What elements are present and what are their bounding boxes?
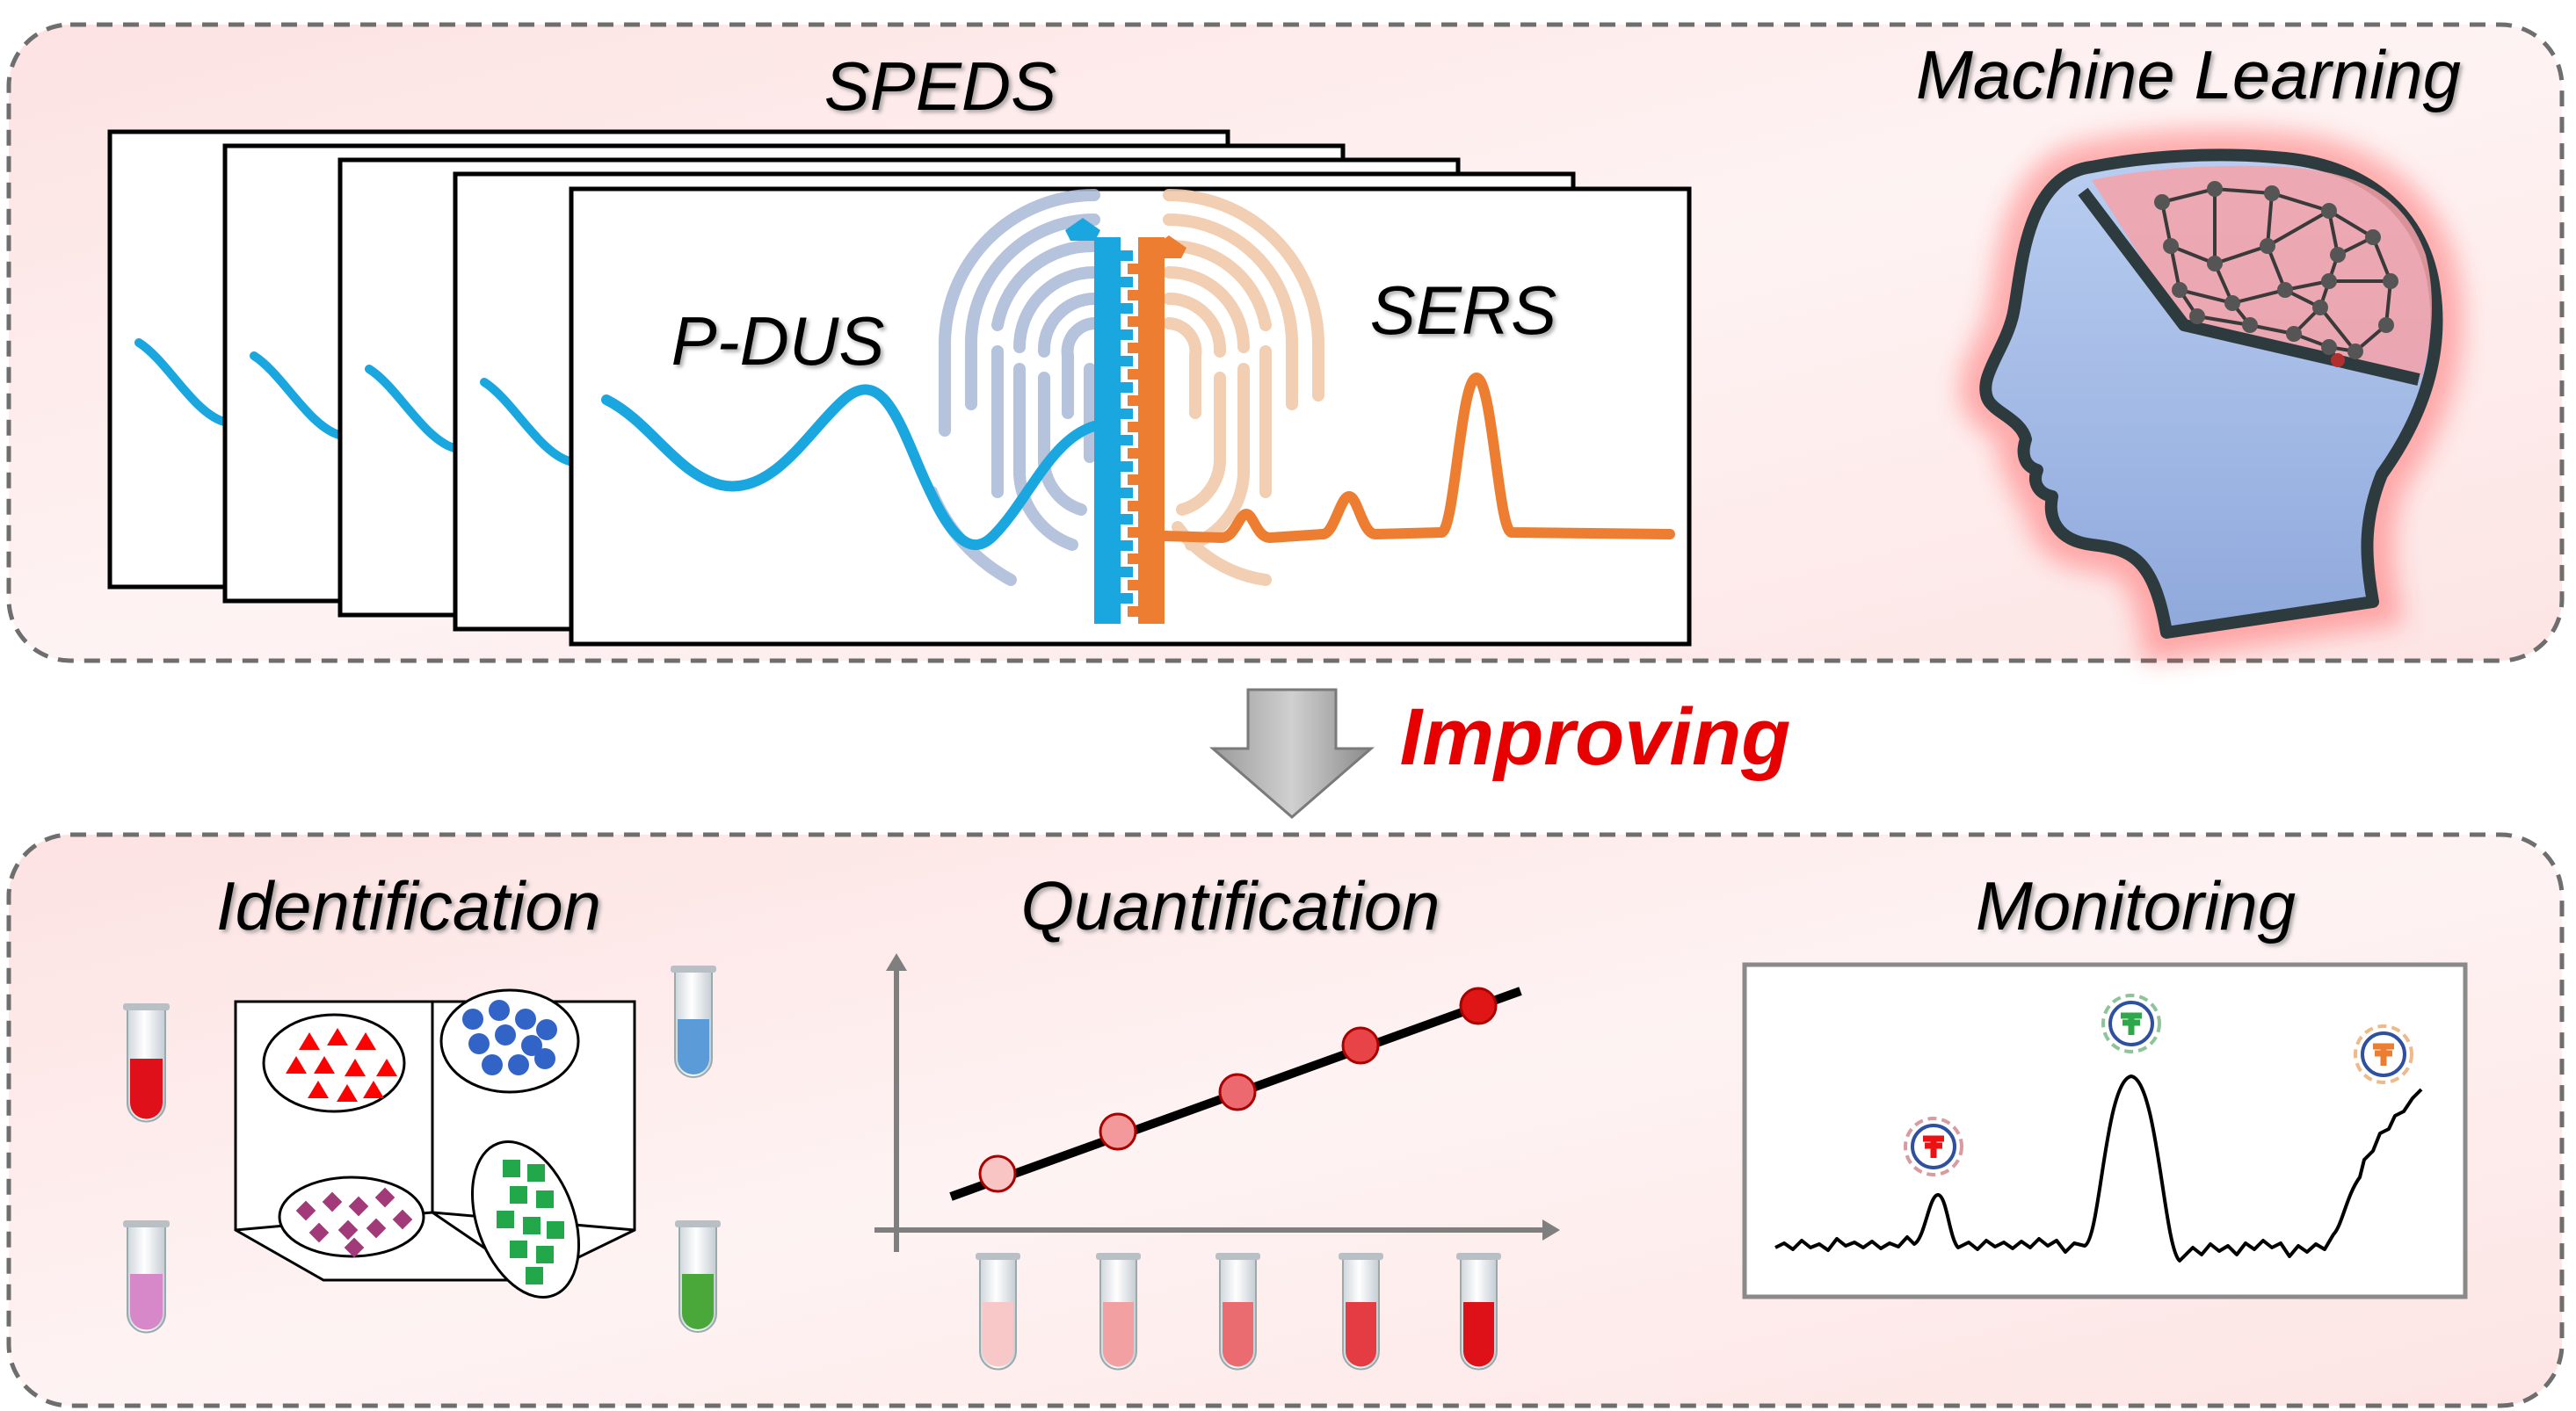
orange-fingerprint-marker-icon (2354, 1024, 2413, 1084)
pdus-label: P-DUS (671, 302, 885, 380)
identification-title: Identification (216, 867, 601, 944)
calibration-point (1341, 1026, 1380, 1065)
triangle-cluster (262, 1013, 406, 1113)
red-fingerprint-marker-icon (1904, 1117, 1963, 1176)
diamond-cluster (278, 1176, 425, 1258)
monitoring-title: Monitoring (1976, 867, 2296, 944)
quantification-plot (874, 953, 1560, 1252)
pdus-spectrum-line (601, 384, 1099, 551)
circle-cluster (439, 988, 580, 1094)
calibration-point (978, 1154, 1017, 1193)
calibration-point (1459, 987, 1498, 1025)
sers-label: SERS (1370, 271, 1556, 349)
down-arrow-icon (1208, 688, 1375, 819)
zipper-icon (1065, 218, 1186, 624)
calibration-point (1099, 1112, 1137, 1151)
quantification-title: Quantification (1021, 867, 1440, 944)
speds-title: SPEDS (824, 47, 1056, 125)
monitoring-trace-line (1774, 1075, 2423, 1263)
calibration-point (1218, 1073, 1257, 1111)
monitoring-trace-box (1742, 962, 2468, 1299)
square-cluster (470, 1140, 581, 1299)
head-brain-icon (1959, 128, 2464, 663)
test-tube-blue (671, 966, 716, 1078)
improving-label: Improving (1400, 692, 1791, 782)
concentration-tube-row (976, 1253, 1501, 1371)
machine-learning-title: Machine Learning (1916, 36, 2461, 113)
green-fingerprint-marker-icon (2101, 994, 2161, 1053)
test-tube-pink (123, 1220, 170, 1334)
test-tube-red (123, 1003, 170, 1123)
test-tube-green (675, 1220, 721, 1333)
sers-spectrum-line (1159, 373, 1675, 543)
